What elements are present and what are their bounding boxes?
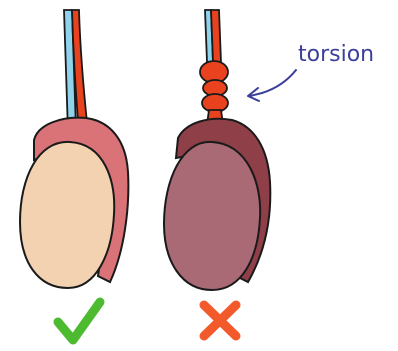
normal-panel bbox=[20, 10, 128, 340]
cross-mark bbox=[204, 305, 236, 336]
torsion-label: torsion bbox=[298, 42, 374, 67]
normal-spermatic-cord bbox=[64, 10, 88, 133]
annotation-arrow bbox=[250, 70, 296, 96]
torsion-panel bbox=[164, 10, 270, 336]
torsion-testis bbox=[164, 142, 260, 290]
twisted-cord bbox=[200, 61, 228, 124]
check-mark bbox=[58, 302, 100, 340]
torsion-artery bbox=[211, 10, 221, 62]
torsion-spermatic-cord bbox=[205, 10, 221, 62]
normal-testis bbox=[20, 142, 114, 288]
torsion-annotation: torsion bbox=[248, 42, 374, 101]
